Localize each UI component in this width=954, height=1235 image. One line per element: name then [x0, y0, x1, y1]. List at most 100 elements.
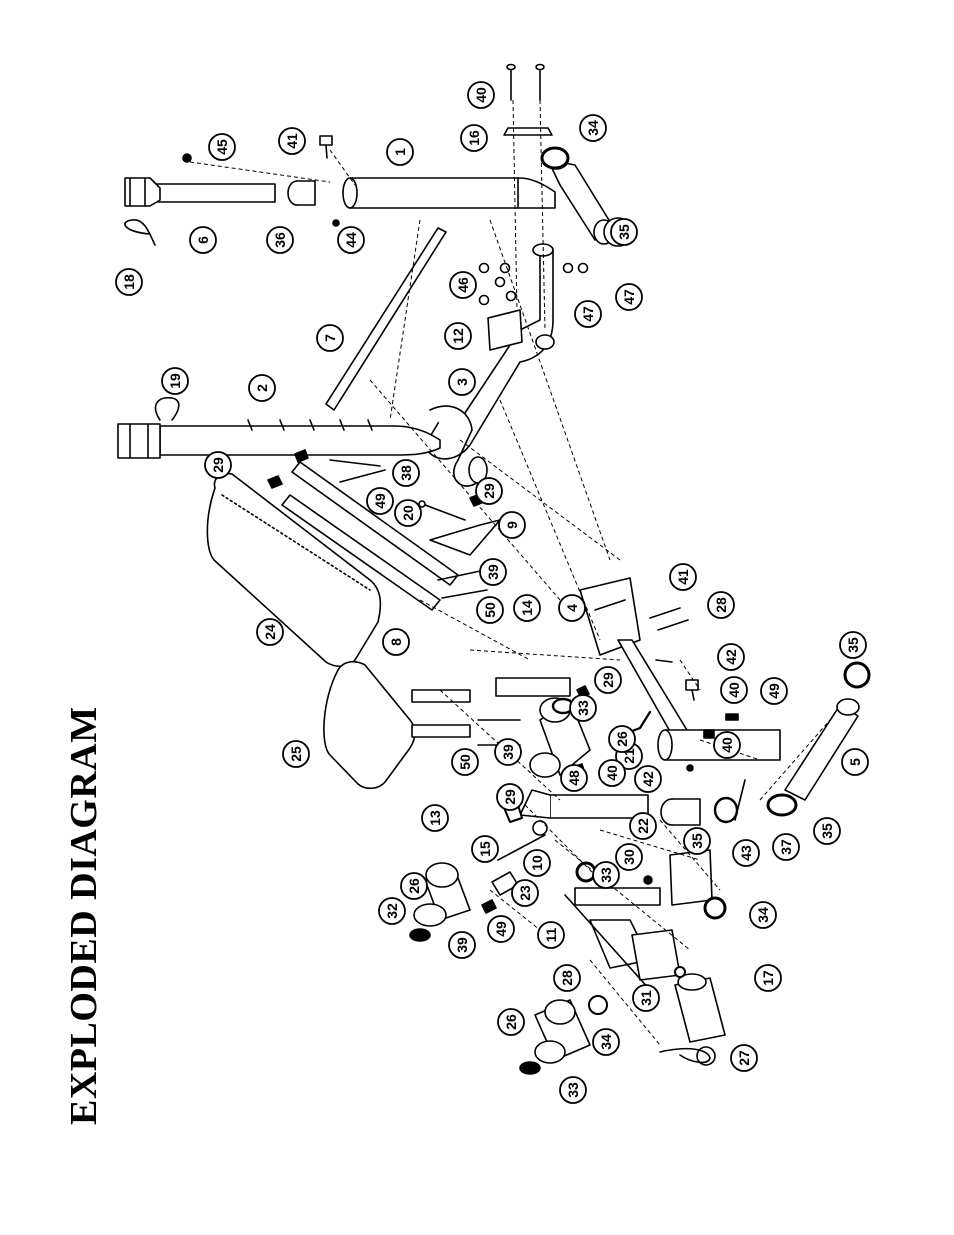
pivot-tube-22 [520, 790, 648, 818]
callout-50: 50 [477, 597, 503, 623]
bolt-28 [656, 660, 672, 662]
end-cap-33-bottom [520, 1062, 540, 1074]
callout-number: 1 [392, 148, 408, 156]
callout-number: 33 [565, 1082, 581, 1098]
callout-number: 47 [621, 289, 637, 305]
callout-40: 40 [599, 760, 625, 786]
callout-number: 40 [473, 87, 489, 103]
callout-35: 35 [840, 632, 866, 658]
callout-number: 4 [564, 604, 580, 612]
callout-15: 15 [472, 836, 498, 862]
callout-34: 34 [593, 1029, 619, 1055]
callout-11: 11 [538, 922, 564, 948]
callout-number: 33 [598, 867, 614, 883]
bushing-37 [288, 181, 315, 205]
callout-number: 24 [262, 624, 278, 640]
callout-1: 1 [387, 139, 413, 165]
callout-26: 26 [609, 726, 635, 752]
callout-number: 20 [400, 505, 416, 521]
rod-7 [326, 228, 446, 410]
callout-30: 30 [616, 844, 642, 870]
callout-number: 7 [322, 334, 338, 342]
callout-number: 44 [343, 232, 359, 248]
callout-34: 34 [750, 902, 776, 928]
cap-34-bottom [589, 996, 607, 1014]
callout-23: 23 [512, 880, 538, 906]
callout-34: 34 [580, 115, 606, 141]
callout-39: 39 [495, 739, 521, 765]
callout-10: 10 [524, 850, 550, 876]
callout-39: 39 [449, 932, 475, 958]
callout-4: 4 [559, 595, 585, 621]
callout-number: 31 [638, 990, 654, 1006]
callout-8: 8 [383, 629, 409, 655]
callout-number: 50 [457, 754, 473, 770]
callout-29: 29 [497, 784, 523, 810]
callout-number: 39 [454, 937, 470, 953]
callout-number: 41 [284, 133, 300, 149]
callout-number: 50 [482, 602, 498, 618]
callout-number: 48 [566, 770, 582, 786]
callout-50: 50 [452, 749, 478, 775]
seat-bracket-13 [412, 690, 470, 737]
callout-number: 9 [504, 521, 520, 529]
callout-number: 22 [635, 818, 651, 834]
callout-5: 5 [842, 749, 868, 775]
seat-post-6 [125, 178, 275, 206]
callout-29: 29 [205, 452, 231, 478]
callout-32: 32 [379, 898, 405, 924]
callout-28: 28 [708, 592, 734, 618]
callout-45: 45 [209, 134, 235, 160]
callout-number: 26 [503, 1014, 519, 1030]
callout-number: 36 [272, 232, 288, 248]
callout-number: 16 [466, 130, 482, 146]
callout-number: 34 [598, 1034, 614, 1050]
nut-46 [183, 154, 191, 162]
callout-number: 15 [477, 841, 493, 857]
callout-16: 16 [461, 125, 487, 151]
callout-number: 42 [640, 771, 656, 787]
bolt-43 [687, 765, 693, 771]
callout-number: 33 [575, 700, 591, 716]
pop-pin-18 [125, 220, 155, 245]
knob-42-mid [686, 680, 698, 700]
callout-39: 39 [480, 559, 506, 585]
bracket-10 [533, 821, 547, 835]
callout-number: 27 [736, 1050, 752, 1066]
callout-number: 45 [214, 139, 230, 155]
bar-17 [675, 974, 725, 1042]
cap-34-right [705, 898, 725, 918]
callout-24: 24 [257, 619, 283, 645]
callout-number: 49 [766, 683, 782, 699]
bracket-9 [430, 520, 500, 555]
callout-35: 35 [814, 818, 840, 844]
callout-number: 5 [847, 758, 863, 766]
washer-32 [675, 967, 685, 977]
roller-pad-26-bottom [535, 1000, 590, 1063]
callout-number: 18 [121, 274, 137, 290]
bushing-36 [661, 799, 700, 825]
bolt-40-washer-49-left [482, 900, 496, 913]
bolt-44 [735, 780, 745, 820]
crossmember-5 [658, 699, 859, 800]
callout-number: 28 [713, 597, 729, 613]
callout-number: 26 [406, 878, 422, 894]
callout-number: 29 [481, 483, 497, 499]
callout-number: 43 [738, 845, 754, 861]
bolt-group-39-top [330, 460, 385, 482]
callout-42: 42 [635, 766, 661, 792]
seat-pad-25 [324, 662, 415, 789]
callout-number: 3 [454, 378, 470, 386]
callout-number: 47 [580, 306, 596, 322]
washer-31 [644, 876, 652, 884]
callout-47: 47 [575, 301, 601, 327]
callout-number: 49 [493, 921, 509, 937]
callout-37: 37 [773, 834, 799, 860]
callout-number: 34 [755, 907, 771, 923]
callout-35: 35 [611, 219, 637, 245]
callout-number: 35 [845, 637, 861, 653]
callout-42: 42 [718, 644, 744, 670]
callout-number: 35 [616, 224, 632, 240]
callout-number: 49 [372, 493, 388, 509]
